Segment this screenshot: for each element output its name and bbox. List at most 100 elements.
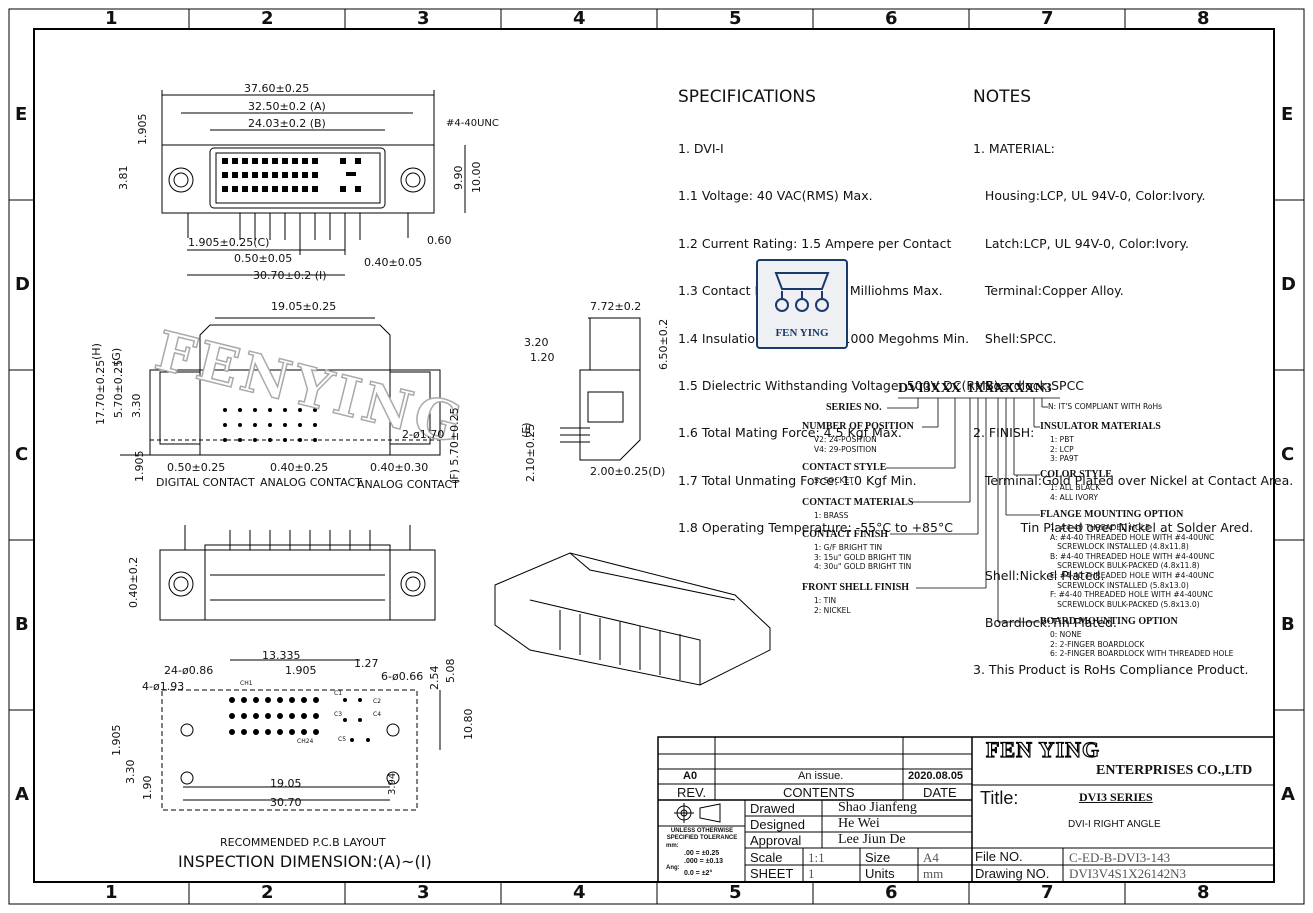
- pn-item: B: #4-40 THREADED HOLE WITH #4-40UNC: [1050, 551, 1215, 561]
- zone-row-e-right: E: [1281, 104, 1294, 125]
- zone-row-e: E: [15, 104, 28, 125]
- company-sub: ENTERPRISES CO.,LTD: [1096, 763, 1253, 778]
- label-drawing-no: Drawing NO.: [975, 866, 1050, 881]
- tolerance-title: UNLESS OTHERWISE SPECIFIED TOLERANCE: [666, 828, 738, 841]
- zone-col-3-bottom: 3: [417, 882, 430, 903]
- pn-item: 0: NONE: [1050, 630, 1082, 639]
- title-value: DVI3 SERIES: [1079, 790, 1153, 804]
- pn-board-title: BOARD MOUNTING OPTION: [1040, 616, 1178, 627]
- note-line: Housing:LCP, UL 94V-0, Color:Ivory.: [973, 188, 1206, 204]
- pin-c2: C2: [373, 698, 382, 705]
- pn-item: SCREWLOCK INSTALLED (4.8x11.8): [1050, 542, 1189, 552]
- subtitle-value: DVI-I RIGHT ANGLE: [1068, 819, 1161, 830]
- label-analog-contact-1: ANALOG CONTACT: [260, 476, 362, 489]
- pn-front-shell-title: FRONT SHELL FINISH: [802, 582, 910, 593]
- dim-30-70: 30.70±0.2 (I): [253, 269, 327, 282]
- dim-0-60: 0.60: [427, 234, 452, 247]
- pn-item: 1: G/F BRIGHT TIN: [814, 543, 883, 552]
- zone-col-5: 5: [729, 8, 742, 29]
- zone-col-7-bottom: 7: [1041, 882, 1054, 903]
- hdr-rev: REV.: [677, 785, 707, 800]
- pin-c1: C1: [334, 690, 343, 697]
- dim-0-50-25: 0.50±0.25: [167, 461, 226, 474]
- pn-item: SCREWLOCK BULK-PACKED (5.8x13.0): [1050, 599, 1200, 609]
- value-units: mm: [923, 866, 944, 881]
- label-file-no: File NO.: [975, 849, 1023, 864]
- zone-col-7: 7: [1041, 8, 1054, 29]
- pin-c3: C3: [334, 711, 343, 718]
- dim-2-170: 2-ø1.70: [402, 428, 445, 441]
- logo-text: FEN YING: [775, 327, 829, 339]
- connector-logo-icon: [774, 272, 830, 312]
- pn-insulator-title: INSULATOR MATERIALS: [1040, 421, 1161, 432]
- pn-rohs: N: IT'S COMPLIANT WITH RoHs: [1048, 402, 1162, 411]
- specifications-title: SPECIFICATIONS: [678, 86, 816, 107]
- zone-row-d: D: [15, 274, 30, 295]
- tolerance-ang: Ang:: [666, 865, 680, 871]
- pin-ch1: CH1: [240, 680, 253, 687]
- pn-item: 2: NICKEL: [814, 605, 851, 615]
- zone-col-1-bottom: 1: [105, 882, 118, 903]
- hdr-date: DATE: [923, 785, 957, 800]
- dim-24-holes: 24-ø0.86: [164, 664, 214, 677]
- pn-contact-style-items: S: SOCKET: [814, 476, 854, 486]
- dim-1905-c: 1.905±0.25(C): [188, 236, 270, 249]
- pn-item: V2: 24-POSITION: [814, 435, 877, 444]
- spec-line: 1.8 Operating Temperature: -55°C to +85°…: [678, 520, 953, 536]
- zone-col-2: 2: [261, 8, 274, 29]
- label-digital-contact: DIGITAL CONTACT: [156, 476, 255, 489]
- pn-item: 1: TIN: [814, 596, 837, 605]
- note-line: 1. MATERIAL:: [973, 140, 1055, 156]
- dim-0-40-30: 0.40±0.30: [370, 461, 429, 474]
- dim-1-20: 1.20: [530, 351, 555, 364]
- title-label: Title:: [980, 788, 1019, 808]
- notes-block: NOTES 1. MATERIAL: Housing:LCP, UL 94V-0…: [973, 58, 1293, 694]
- value-approval: Lee Jiun De: [838, 832, 906, 847]
- zone-col-8: 8: [1197, 8, 1210, 29]
- zone-col-4: 4: [573, 8, 586, 29]
- zone-row-d-right: D: [1281, 274, 1296, 295]
- pn-item: 4: 30u" GOLD BRIGHT TIN: [814, 562, 912, 572]
- pn-item: 3: 15u" GOLD BRIGHT TIN: [814, 552, 912, 562]
- label-sheet: SHEET: [750, 866, 794, 881]
- pin-ch24: CH24: [297, 738, 314, 745]
- pn-code-right: 1XXXXXXN3: [967, 381, 1052, 396]
- value-designed: He Wei: [838, 816, 880, 831]
- zone-row-a: A: [15, 784, 29, 805]
- note-line: Terminal:Copper Alloy.: [973, 283, 1124, 299]
- label-analog-contact-2: ANALOG CONTACT: [357, 478, 459, 491]
- zone-row-a-right: A: [1281, 784, 1295, 805]
- note-line: Boardlock:SPCC: [973, 377, 1085, 393]
- tolerance-mm: mm:: [666, 843, 679, 849]
- pn-item: SCREWLOCK INSTALLED (5.8x13.0): [1050, 580, 1189, 590]
- zone-col-8-bottom: 8: [1197, 882, 1210, 903]
- pn-contact-style-title: CONTACT STYLE: [802, 462, 887, 473]
- rev-code: A0: [683, 770, 698, 782]
- pn-item: A: #4-40 THREADED HOLE WITH #4-40UNC: [1050, 532, 1215, 542]
- label-drawed: Drawed: [750, 801, 795, 816]
- company-name: FEN YING: [985, 736, 1101, 762]
- zone-row-c: C: [15, 444, 29, 465]
- pn-contact-materials-title: CONTACT MATERIALS: [802, 497, 914, 508]
- label-scale: Scale: [750, 850, 783, 865]
- tolerance-line-2: .000 = ±0.13: [684, 858, 724, 865]
- pn-contact-materials-items: 1: BRASS: [814, 511, 848, 521]
- dim-0-40-25: 0.40±0.25: [270, 461, 329, 474]
- zone-col-2-bottom: 2: [261, 882, 274, 903]
- pn-contact-finish-title: CONTACT FINISH: [802, 529, 889, 540]
- pn-item: 6: 2-FINGER BOARDLOCK WITH THREADED HOLE: [1050, 649, 1234, 659]
- spec-line: 1.1 Voltage: 40 VAC(RMS) Max.: [678, 188, 873, 204]
- dim-p-30-70: 30.70: [270, 796, 302, 809]
- spec-line: 1.2 Current Rating: 1.5 Ampere per Conta…: [678, 235, 952, 251]
- zone-row-c-right: C: [1281, 444, 1295, 465]
- pin-c5: C5: [338, 736, 347, 743]
- zone-col-4-bottom: 4: [573, 882, 586, 903]
- zone-col-3: 3: [417, 8, 430, 29]
